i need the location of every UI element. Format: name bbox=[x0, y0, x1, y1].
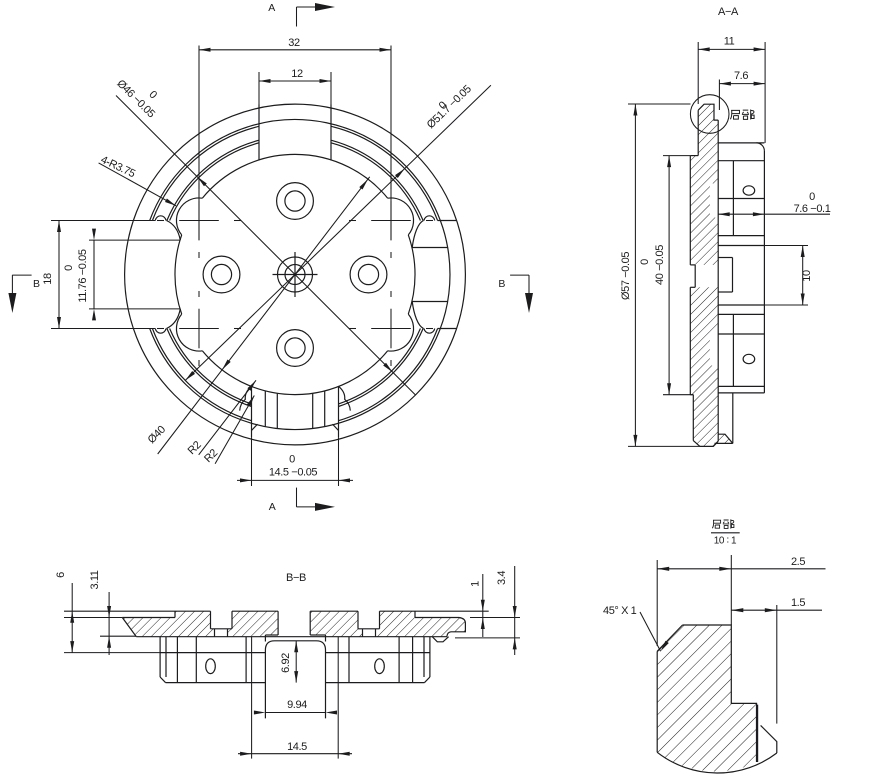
svg-text:1.5: 1.5 bbox=[791, 597, 805, 609]
svg-text:10: 10 bbox=[801, 270, 813, 282]
svg-text:B: B bbox=[33, 278, 40, 290]
svg-text:3.11: 3.11 bbox=[89, 570, 101, 589]
svg-text:A: A bbox=[268, 2, 275, 14]
svg-text:A−A: A−A bbox=[718, 6, 739, 18]
svg-text:0: 0 bbox=[289, 454, 295, 466]
svg-text:1: 1 bbox=[470, 581, 482, 587]
svg-text:45° X 1: 45° X 1 bbox=[603, 605, 637, 617]
svg-text:40 −0.05: 40 −0.05 bbox=[654, 245, 666, 285]
svg-text:0: 0 bbox=[809, 191, 815, 203]
svg-text:11.76 −0.05: 11.76 −0.05 bbox=[77, 249, 89, 302]
svg-text:7.6 −0.1: 7.6 −0.1 bbox=[794, 203, 831, 215]
svg-text:A: A bbox=[269, 501, 276, 513]
svg-text:Ø57 −0.05: Ø57 −0.05 bbox=[620, 252, 632, 300]
svg-text:6: 6 bbox=[55, 572, 67, 578]
svg-text:9.94: 9.94 bbox=[287, 699, 307, 711]
svg-text:10 ∶ 1: 10 ∶ 1 bbox=[714, 536, 737, 547]
svg-text:B−B: B−B bbox=[286, 572, 306, 584]
svg-text:0: 0 bbox=[63, 265, 75, 271]
svg-text:12: 12 bbox=[291, 68, 303, 80]
svg-text:18: 18 bbox=[42, 273, 54, 285]
svg-text:2.5: 2.5 bbox=[791, 556, 805, 568]
svg-text:32: 32 bbox=[288, 37, 300, 49]
svg-text:14.5 −0.05: 14.5 −0.05 bbox=[269, 467, 318, 479]
svg-text:11: 11 bbox=[724, 36, 735, 48]
svg-text:B: B bbox=[498, 278, 505, 290]
svg-text:6.92: 6.92 bbox=[280, 653, 292, 673]
svg-text:14.5: 14.5 bbox=[287, 741, 307, 753]
svg-text:0: 0 bbox=[639, 259, 651, 265]
svg-text:7.6: 7.6 bbox=[734, 70, 748, 82]
svg-text:3.4: 3.4 bbox=[496, 571, 508, 585]
